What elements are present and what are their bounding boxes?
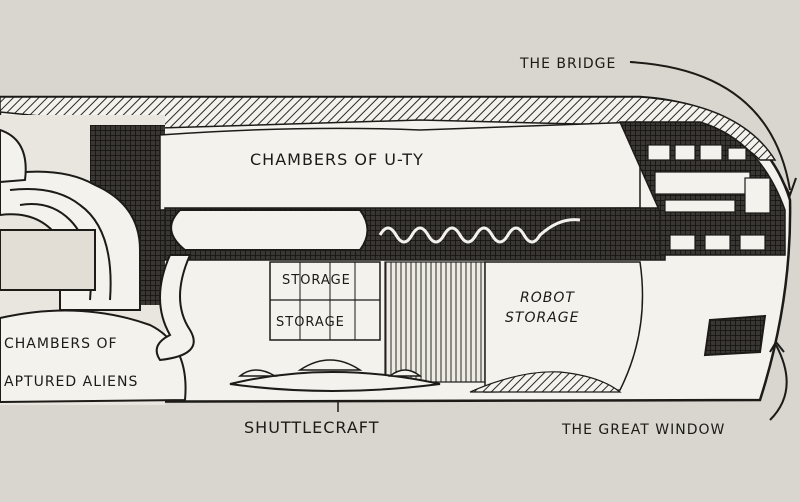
- label-chambers-of-uty: CHAMBERS OF U-TY: [250, 150, 424, 169]
- access-tube: [170, 209, 369, 251]
- label-captured-aliens: APTURED ALIENS: [4, 374, 138, 390]
- storage-block: [269, 261, 381, 341]
- label-robot: ROBOT: [520, 290, 575, 306]
- robot-storage-room: [484, 261, 644, 393]
- shuttlecraft: [229, 359, 441, 412]
- bridge-arrow: [629, 61, 791, 191]
- chambers-of-uty-room: [159, 121, 641, 211]
- label-robot-storage: STORAGE: [505, 310, 579, 326]
- lift-shaft: [384, 261, 486, 383]
- label-chambers-of: CHAMBERS OF: [4, 336, 118, 352]
- window-arrow: [769, 344, 788, 421]
- captured-aliens-chamber: [0, 309, 187, 404]
- coiled-alien-tentacles: [0, 128, 141, 311]
- energy-coil: [378, 218, 581, 244]
- tube-drop: [155, 254, 195, 362]
- label-great-window: THE GREAT WINDOW: [561, 422, 725, 438]
- label-shuttlecraft: SHUTTLECRAFT: [244, 418, 379, 437]
- great-window: [703, 314, 767, 357]
- label-the-bridge: THE BRIDGE: [519, 56, 616, 72]
- label-storage-bottom: STORAGE: [276, 315, 345, 330]
- bridge-consoles: [647, 144, 771, 251]
- label-storage-top: STORAGE: [282, 273, 351, 288]
